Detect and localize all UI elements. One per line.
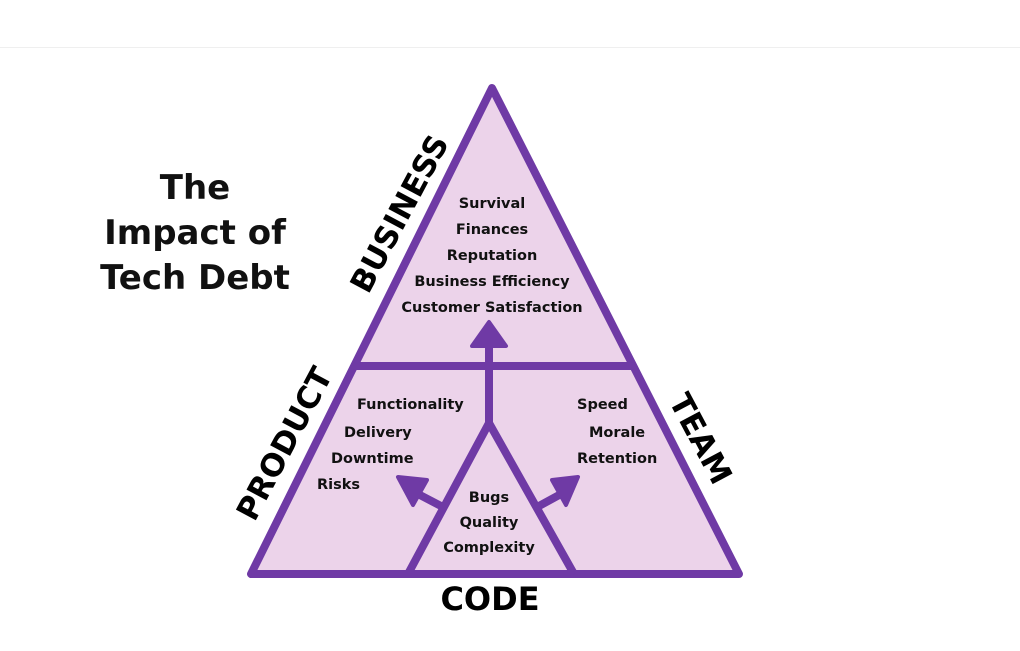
title-line: The [159, 168, 231, 208]
code-item: Complexity [443, 540, 535, 556]
arrow-right-head [550, 475, 580, 507]
team-item: Speed [577, 397, 628, 413]
product-item: Downtime [331, 451, 414, 467]
code-item: Bugs [468, 490, 510, 506]
team-item: Retention [577, 451, 658, 467]
code-item: Quality [459, 515, 519, 531]
business-item: Business Efficiency [414, 274, 570, 290]
product-item: Delivery [344, 425, 412, 441]
product-item: Risks [317, 477, 361, 493]
business-item: Reputation [446, 248, 538, 264]
arrow-up-head [470, 320, 508, 348]
top-divider [0, 47, 1020, 48]
title-line: Tech Debt [100, 258, 290, 298]
product-item: Functionality [357, 397, 464, 413]
title-line: Impact of [104, 213, 286, 253]
side-label-code: CODE [440, 580, 540, 618]
business-item: Finances [455, 222, 529, 238]
arrow-left-head [396, 475, 429, 507]
diagram-title: The Impact of Tech Debt [90, 166, 300, 301]
arrow-left-shaft [416, 490, 443, 510]
arrow-right-shaft [537, 490, 563, 510]
team-item: Morale [589, 425, 646, 441]
business-item: Survival [458, 196, 526, 212]
business-item: Customer Satisfaction [401, 300, 583, 316]
